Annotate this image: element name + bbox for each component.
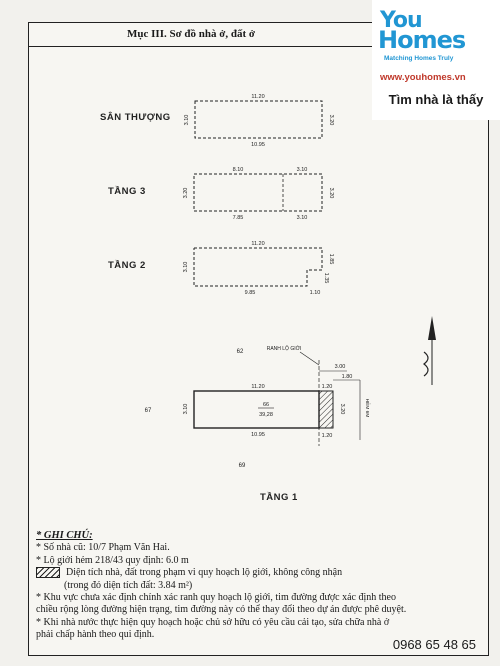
f1-right-dim: 3.20 xyxy=(339,404,345,415)
f1-left-dim: 3.10 xyxy=(183,404,189,415)
brand-logo-you: You xyxy=(380,8,423,33)
floor-label-1: TẦNG 1 xyxy=(260,492,298,503)
f3-left-dim: 3.20 xyxy=(183,188,189,199)
f2-right-bot-dim: 1.35 xyxy=(323,273,329,284)
f2-right-top-dim: 1.85 xyxy=(328,254,334,265)
note-legend: Diện tích nhà, đất trong phạm vi quy hoạ… xyxy=(36,567,476,579)
f1-top-dim: 11.20 xyxy=(251,384,264,390)
f2-top-dim: 11.20 xyxy=(251,241,264,247)
setback-dim-a: 3.00 xyxy=(335,364,346,370)
note-planning-2: * Khi nhà nước thực hiện quy hoạch hoặc … xyxy=(36,616,390,628)
note-old-address: * Số nhà cũ: 10/7 Phạm Văn Hai. xyxy=(36,542,170,554)
hatch-legend-icon xyxy=(36,567,60,579)
setback-dim-b: 1.80 xyxy=(342,374,353,380)
note-planning-2b: phải chấp hành theo qui định. xyxy=(36,629,155,641)
roof-top-dim: 11.20 xyxy=(251,94,264,100)
brand-slogan: Tìm nhà là thấy xyxy=(388,92,484,107)
brand-watermark: You Homes Matching Homes Truly www.youho… xyxy=(372,0,500,120)
note-planning-1: * Khu vực chưa xác định chính xác ranh q… xyxy=(36,592,396,604)
legend-subtext: (trong đó diện tích đất: 3.84 m²) xyxy=(64,579,193,591)
f2-bottom-right-dim: 1.10 xyxy=(310,290,321,296)
f3-right-dim: 3.20 xyxy=(328,188,334,199)
note-road-width: * Lộ giới hẻm 218/43 quy định: 6.0 m xyxy=(36,554,189,566)
page-title: Mục III. Sơ đồ nhà ở, đất ở xyxy=(127,28,255,40)
plan-floor-2: 11.20 9.85 1.10 3.10 1.85 1.35 xyxy=(183,241,334,296)
f2-left-dim: 3.10 xyxy=(183,262,189,273)
note-planning-1b: chiều rộng lòng đường hiện trạng, tim đư… xyxy=(36,604,407,616)
roof-left-dim: 3.10 xyxy=(184,115,190,126)
neighbor-west: 67 xyxy=(145,408,152,414)
brand-url: www.youhomes.vn xyxy=(380,72,466,83)
roof-bottom-dim: 10.95 xyxy=(251,142,265,148)
f3-top-left-dim: 8.10 xyxy=(233,167,244,173)
f3-bottom-left-dim: 7.85 xyxy=(233,215,244,221)
f3-top-right-dim: 3.10 xyxy=(297,167,308,173)
legend-text: Diện tích nhà, đất trong phạm vi quy hoạ… xyxy=(66,567,343,579)
title-divider xyxy=(28,46,489,47)
notes-heading: * GHI CHÚ: xyxy=(36,530,93,541)
roof-right-dim: 3.20 xyxy=(328,115,334,126)
f3-bottom-right-dim: 3.10 xyxy=(297,215,308,221)
notes-section: * GHI CHÚ: * Số nhà cũ: 10/7 Phạm Văn Ha… xyxy=(36,530,476,642)
f1-hatch-bottom: 1.20 xyxy=(322,433,333,439)
plan-floor-1: 66 39,28 11.20 10.95 3.10 3.20 1.20 1.20… xyxy=(145,345,371,469)
neighbor-north: 62 xyxy=(237,349,244,355)
plan-roof: 11.20 10.95 3.10 3.20 xyxy=(184,94,334,148)
floor-label-3: TẦNG 3 xyxy=(108,186,146,197)
f1-bottom-dim: 10.95 xyxy=(251,432,265,438)
plan-floor-3: 8.10 3.10 7.85 3.10 3.20 3.20 xyxy=(183,167,334,221)
alley-label: HẺM 6M xyxy=(364,399,371,418)
brand-logo-homes: Homes xyxy=(378,26,466,54)
document-sheet xyxy=(28,22,489,656)
brand-tagline: Matching Homes Truly xyxy=(384,55,454,62)
north-arrow-icon xyxy=(423,316,436,385)
setback-label: RANH LỘ GIỚI xyxy=(267,345,302,352)
f1-area: 39,28 xyxy=(259,412,273,418)
contact-phone: 0968 65 48 65 xyxy=(392,637,476,652)
neighbor-south: 69 xyxy=(239,463,246,469)
f1-hatch-top: 1.20 xyxy=(322,384,333,390)
floor-label-roof: SÂN THƯỢNG xyxy=(100,112,171,123)
floor-label-2: TẦNG 2 xyxy=(108,260,146,271)
f1-lot-no: 66 xyxy=(263,402,269,408)
f2-bottom-left-dim: 9.85 xyxy=(245,290,256,296)
